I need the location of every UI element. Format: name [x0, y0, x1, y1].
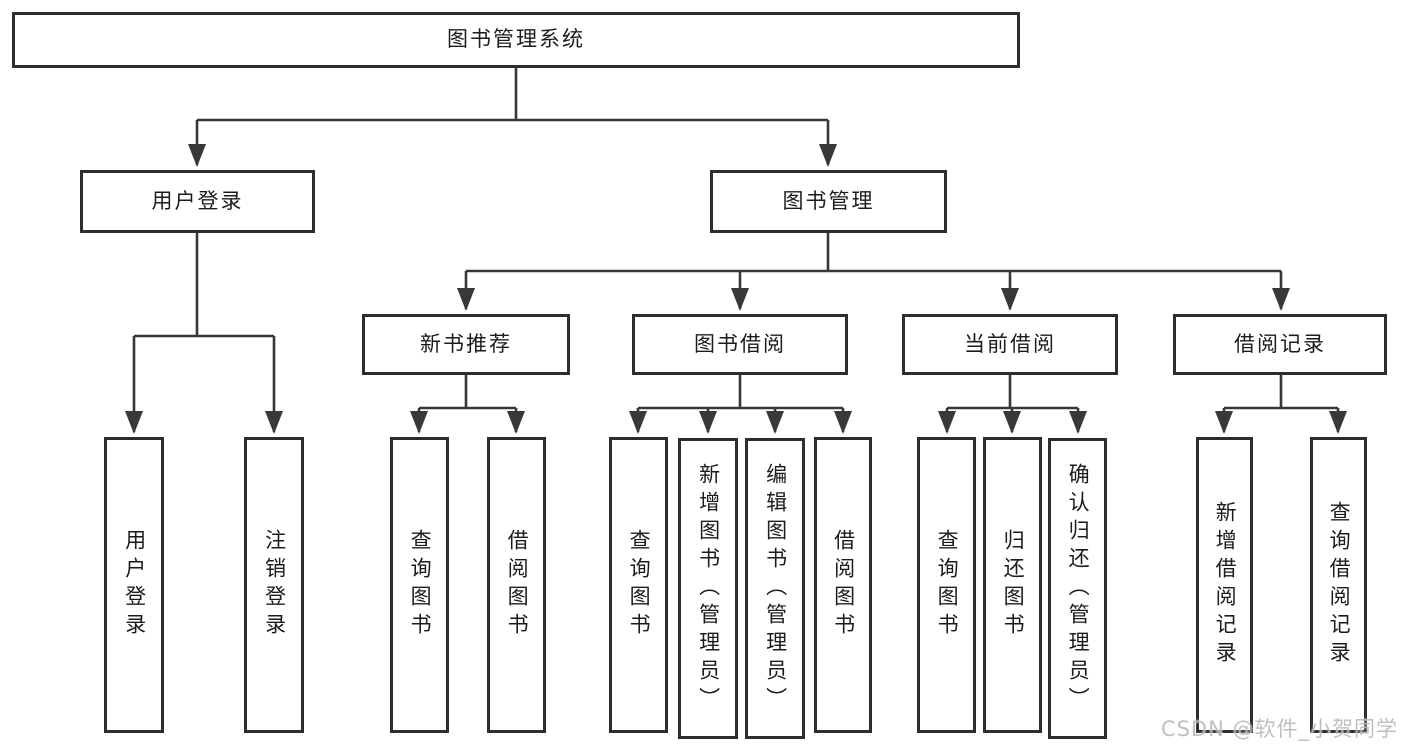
leaf-query-books-2: 查询图书 — [609, 437, 668, 733]
leaf-query-books-1: 查询图书 — [390, 437, 449, 733]
node-user-login-branch: 用户登录 — [80, 170, 315, 233]
connector-user-login-children — [125, 233, 283, 434]
connector-book-mgmt-children — [457, 233, 1290, 311]
connector-new-book-rec-children — [410, 375, 525, 434]
leaf-borrow-books-2: 借阅图书 — [814, 437, 872, 733]
leaf-return-book: 归还图书 — [983, 437, 1042, 733]
csdn-watermark: CSDN @软件_小贺同学 — [1160, 717, 1398, 741]
leaf-confirm-return-admin: 确认归还（管理员） — [1048, 438, 1107, 739]
leaf-add-borrow-record: 新增借阅记录 — [1196, 437, 1253, 733]
leaf-borrow-books-1: 借阅图书 — [487, 437, 546, 733]
leaf-query-books-3: 查询图书 — [917, 437, 976, 733]
leaf-query-borrow-record: 查询借阅记录 — [1310, 437, 1367, 733]
node-borrowing-records: 借阅记录 — [1173, 314, 1387, 375]
leaf-user-login: 用户登录 — [104, 437, 164, 733]
connector-root-to-level2 — [188, 68, 837, 167]
leaf-add-book-admin: 新增图书（管理员） — [678, 438, 738, 739]
node-current-borrowing: 当前借阅 — [902, 314, 1118, 375]
node-root-system: 图书管理系统 — [12, 12, 1020, 68]
connector-book-borrow-children — [629, 375, 852, 434]
node-book-borrowing: 图书借阅 — [632, 314, 848, 375]
node-book-management-branch: 图书管理 — [710, 170, 947, 233]
connector-borrow-records-children — [1215, 375, 1347, 434]
leaf-logout: 注销登录 — [244, 437, 304, 733]
leaf-edit-book-admin: 编辑图书（管理员） — [745, 438, 805, 739]
connector-current-borrow-children — [938, 375, 1087, 434]
node-new-book-recommend: 新书推荐 — [362, 314, 570, 375]
